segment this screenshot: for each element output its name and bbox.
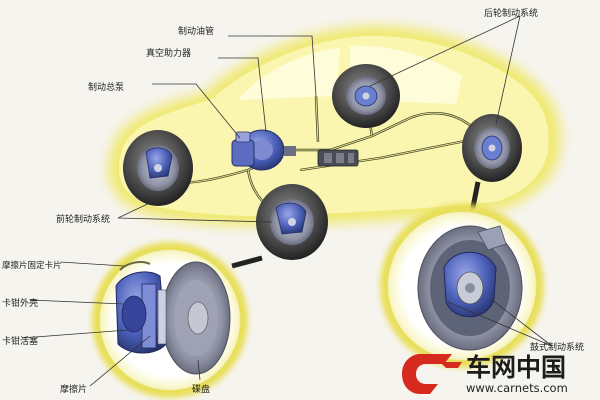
label-brake-disc: 碟盘 xyxy=(192,383,210,395)
brand-url: www.carnets.com xyxy=(466,381,568,395)
label-rear-brake-system: 后轮制动系统 xyxy=(484,7,538,19)
rear-right-wheel xyxy=(462,114,522,182)
watermark-logo: 车网中国 www.carnets.com xyxy=(402,353,568,395)
rear-left-wheel xyxy=(332,64,400,128)
brand-name-cn: 车网中国 xyxy=(466,353,566,382)
drum-brake-detail-circle xyxy=(380,204,544,368)
label-caliper-piston: 卡钳活塞 xyxy=(2,335,38,347)
label-pad-fixing-clip: 摩擦片固定卡片 xyxy=(2,260,62,271)
label-front-brake-system: 前轮制动系统 xyxy=(56,213,110,225)
label-master-cylinder: 制动总泵 xyxy=(88,81,124,93)
label-drum-brake-system: 鼓式制动系统 xyxy=(530,341,584,353)
label-vacuum-booster: 真空助力器 xyxy=(146,47,191,59)
disc-brake-detail-circle xyxy=(92,242,248,398)
front-right-wheel xyxy=(256,184,328,260)
master-cylinder-booster xyxy=(231,129,296,171)
abs-module xyxy=(317,149,359,167)
front-left-wheel xyxy=(123,130,193,206)
logo-mark-icon xyxy=(402,354,452,394)
label-caliper-housing: 卡钳外壳 xyxy=(2,297,38,309)
label-brake-fluid-pipe: 制动油管 xyxy=(178,25,214,37)
label-brake-pad: 摩擦片 xyxy=(60,383,87,395)
leader-lines xyxy=(21,15,553,387)
